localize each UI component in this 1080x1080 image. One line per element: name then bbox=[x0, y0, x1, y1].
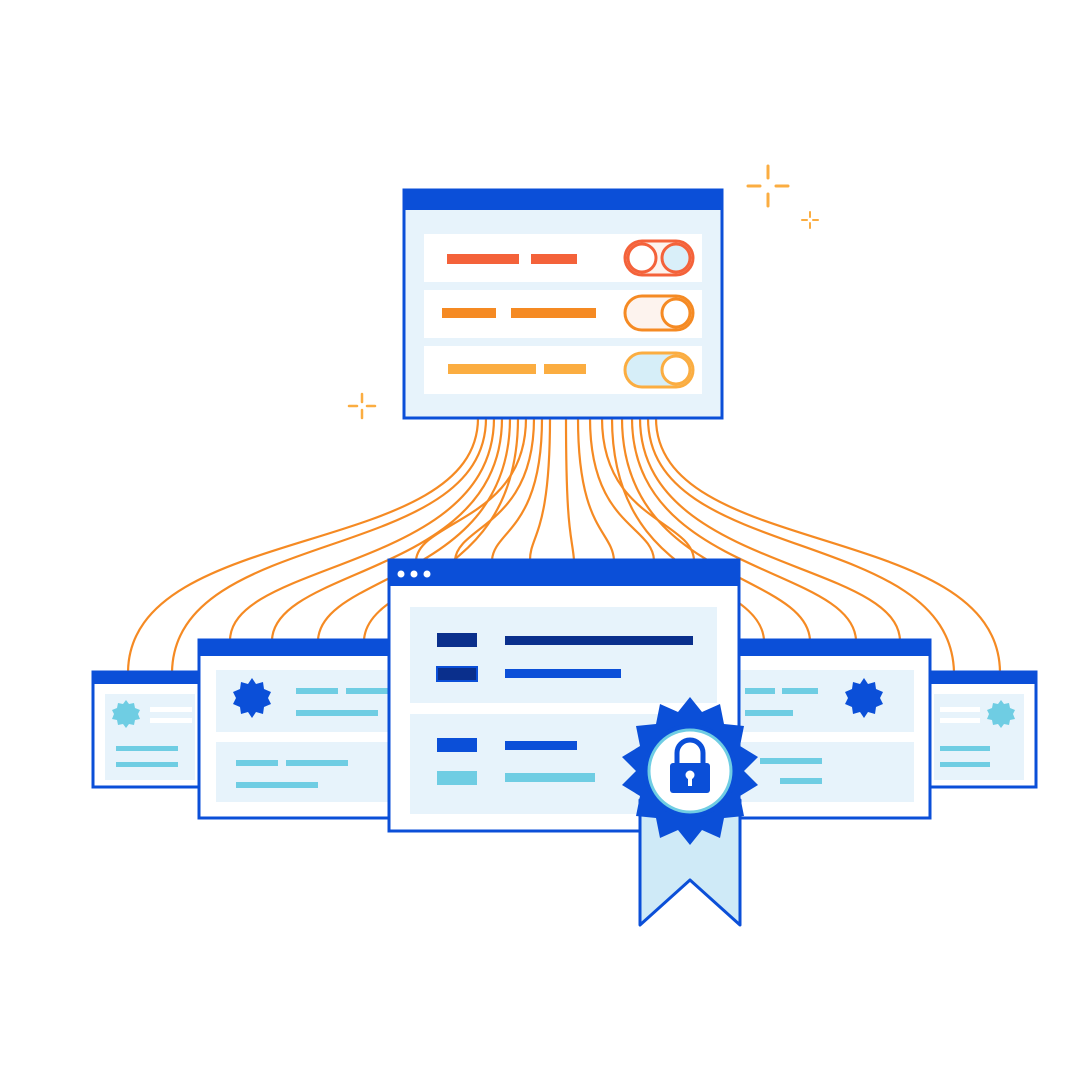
settings-window-titlebar bbox=[404, 190, 722, 210]
sparkle-icon bbox=[801, 211, 819, 229]
window-dot-icon bbox=[423, 570, 431, 578]
sparkle-icon bbox=[347, 392, 377, 420]
setting-label-line bbox=[442, 308, 496, 318]
cert-seal-icon bbox=[845, 678, 883, 718]
center-window-titlebar bbox=[389, 560, 739, 586]
setting-label-line bbox=[448, 364, 536, 374]
left-site-window bbox=[197, 638, 411, 820]
cert-seal-icon bbox=[112, 700, 140, 728]
padlock-icon bbox=[670, 737, 710, 793]
setting-label-line bbox=[511, 308, 596, 318]
window-dot-icon bbox=[397, 570, 405, 578]
setting-row bbox=[424, 290, 702, 338]
toggle-switch[interactable] bbox=[623, 239, 695, 277]
far-left-site-window bbox=[91, 670, 205, 789]
certificate-badge bbox=[622, 697, 758, 927]
setting-label-line bbox=[531, 254, 577, 264]
cert-seal-icon bbox=[233, 678, 271, 718]
toggle-switch[interactable] bbox=[623, 351, 695, 389]
sparkle-icon bbox=[746, 164, 790, 208]
far-right-site-window bbox=[924, 670, 1038, 789]
window-dot-icon bbox=[410, 570, 418, 578]
setting-label-line bbox=[447, 254, 519, 264]
right-site-window bbox=[718, 638, 932, 820]
setting-row bbox=[424, 346, 702, 394]
center-site-window bbox=[387, 558, 741, 833]
settings-window bbox=[402, 188, 724, 420]
toggle-switch[interactable] bbox=[623, 294, 695, 332]
setting-label-line bbox=[544, 364, 586, 374]
setting-row bbox=[424, 234, 702, 282]
cert-seal-icon bbox=[987, 700, 1015, 728]
